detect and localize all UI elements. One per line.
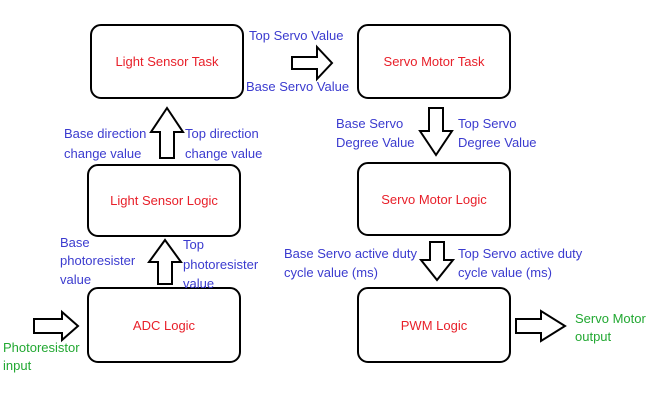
pwm-logic-block: PWM Logic [357,287,511,363]
adc-logic-label: ADC Logic [133,318,196,333]
right-arrow-pwm-to-output [515,309,567,343]
right-arrow-input-to-adc [33,309,80,343]
right-arrow-task-to-task [291,44,334,82]
base-direction-label-line2: change value [64,146,141,161]
base-duty-cycle-label-line2: cycle value (ms) [284,265,378,280]
servo-motor-logic-block: Servo Motor Logic [357,162,511,236]
base-servo-degree-label-line1: Base Servo [336,116,403,131]
base-servo-degree-label-line2: Degree Value [336,135,415,150]
base-servo-value-label: Base Servo Value [246,79,349,94]
top-duty-cycle-label-line2: cycle value (ms) [458,265,552,280]
down-arrow-logic-to-pwm [418,241,456,282]
light-sensor-task-block: Light Sensor Task [90,24,244,99]
top-direction-label-line2: change value [185,146,262,161]
adc-logic-block: ADC Logic [87,287,241,363]
base-direction-label-line1: Base direction [64,126,146,141]
base-photoresister-label-line3: value [60,272,91,287]
base-duty-cycle-label-line1: Base Servo active duty [284,246,417,261]
light-sensor-logic-label: Light Sensor Logic [110,193,218,208]
light-sensor-logic-block: Light Sensor Logic [87,164,241,237]
light-sensor-task-label: Light Sensor Task [115,54,219,69]
down-arrow-task-to-logic [418,107,454,157]
top-photoresister-label-line2: photoresister [183,257,259,272]
top-photoresister-label-line1: Top [183,237,204,252]
up-arrow-adc-to-logic [147,238,183,285]
servo-motor-task-block: Servo Motor Task [357,24,511,99]
top-duty-cycle-label-line1: Top Servo active duty [458,246,583,261]
top-servo-degree-label-line2: Degree Value [458,135,537,150]
photoresistor-input-label-line2: input [3,358,32,373]
servo-motor-logic-label: Servo Motor Logic [381,192,487,207]
servo-motor-task-label: Servo Motor Task [384,54,485,69]
top-servo-value-label: Top Servo Value [249,28,343,43]
servo-motor-output-label-line1: Servo Motor [575,311,646,326]
servo-motor-output-label-line2: output [575,329,612,344]
top-photoresister-label-line3: value [183,276,214,291]
top-direction-label-line1: Top direction [185,126,259,141]
pwm-logic-label: PWM Logic [401,318,468,333]
base-photoresister-label-line1: Base [60,235,90,250]
photoresistor-input-label-line1: Photoresistor [3,340,80,355]
top-servo-degree-label-line1: Top Servo [458,116,517,131]
base-photoresister-label-line2: photoresister [60,253,136,268]
up-arrow-logic-to-task [149,106,185,159]
